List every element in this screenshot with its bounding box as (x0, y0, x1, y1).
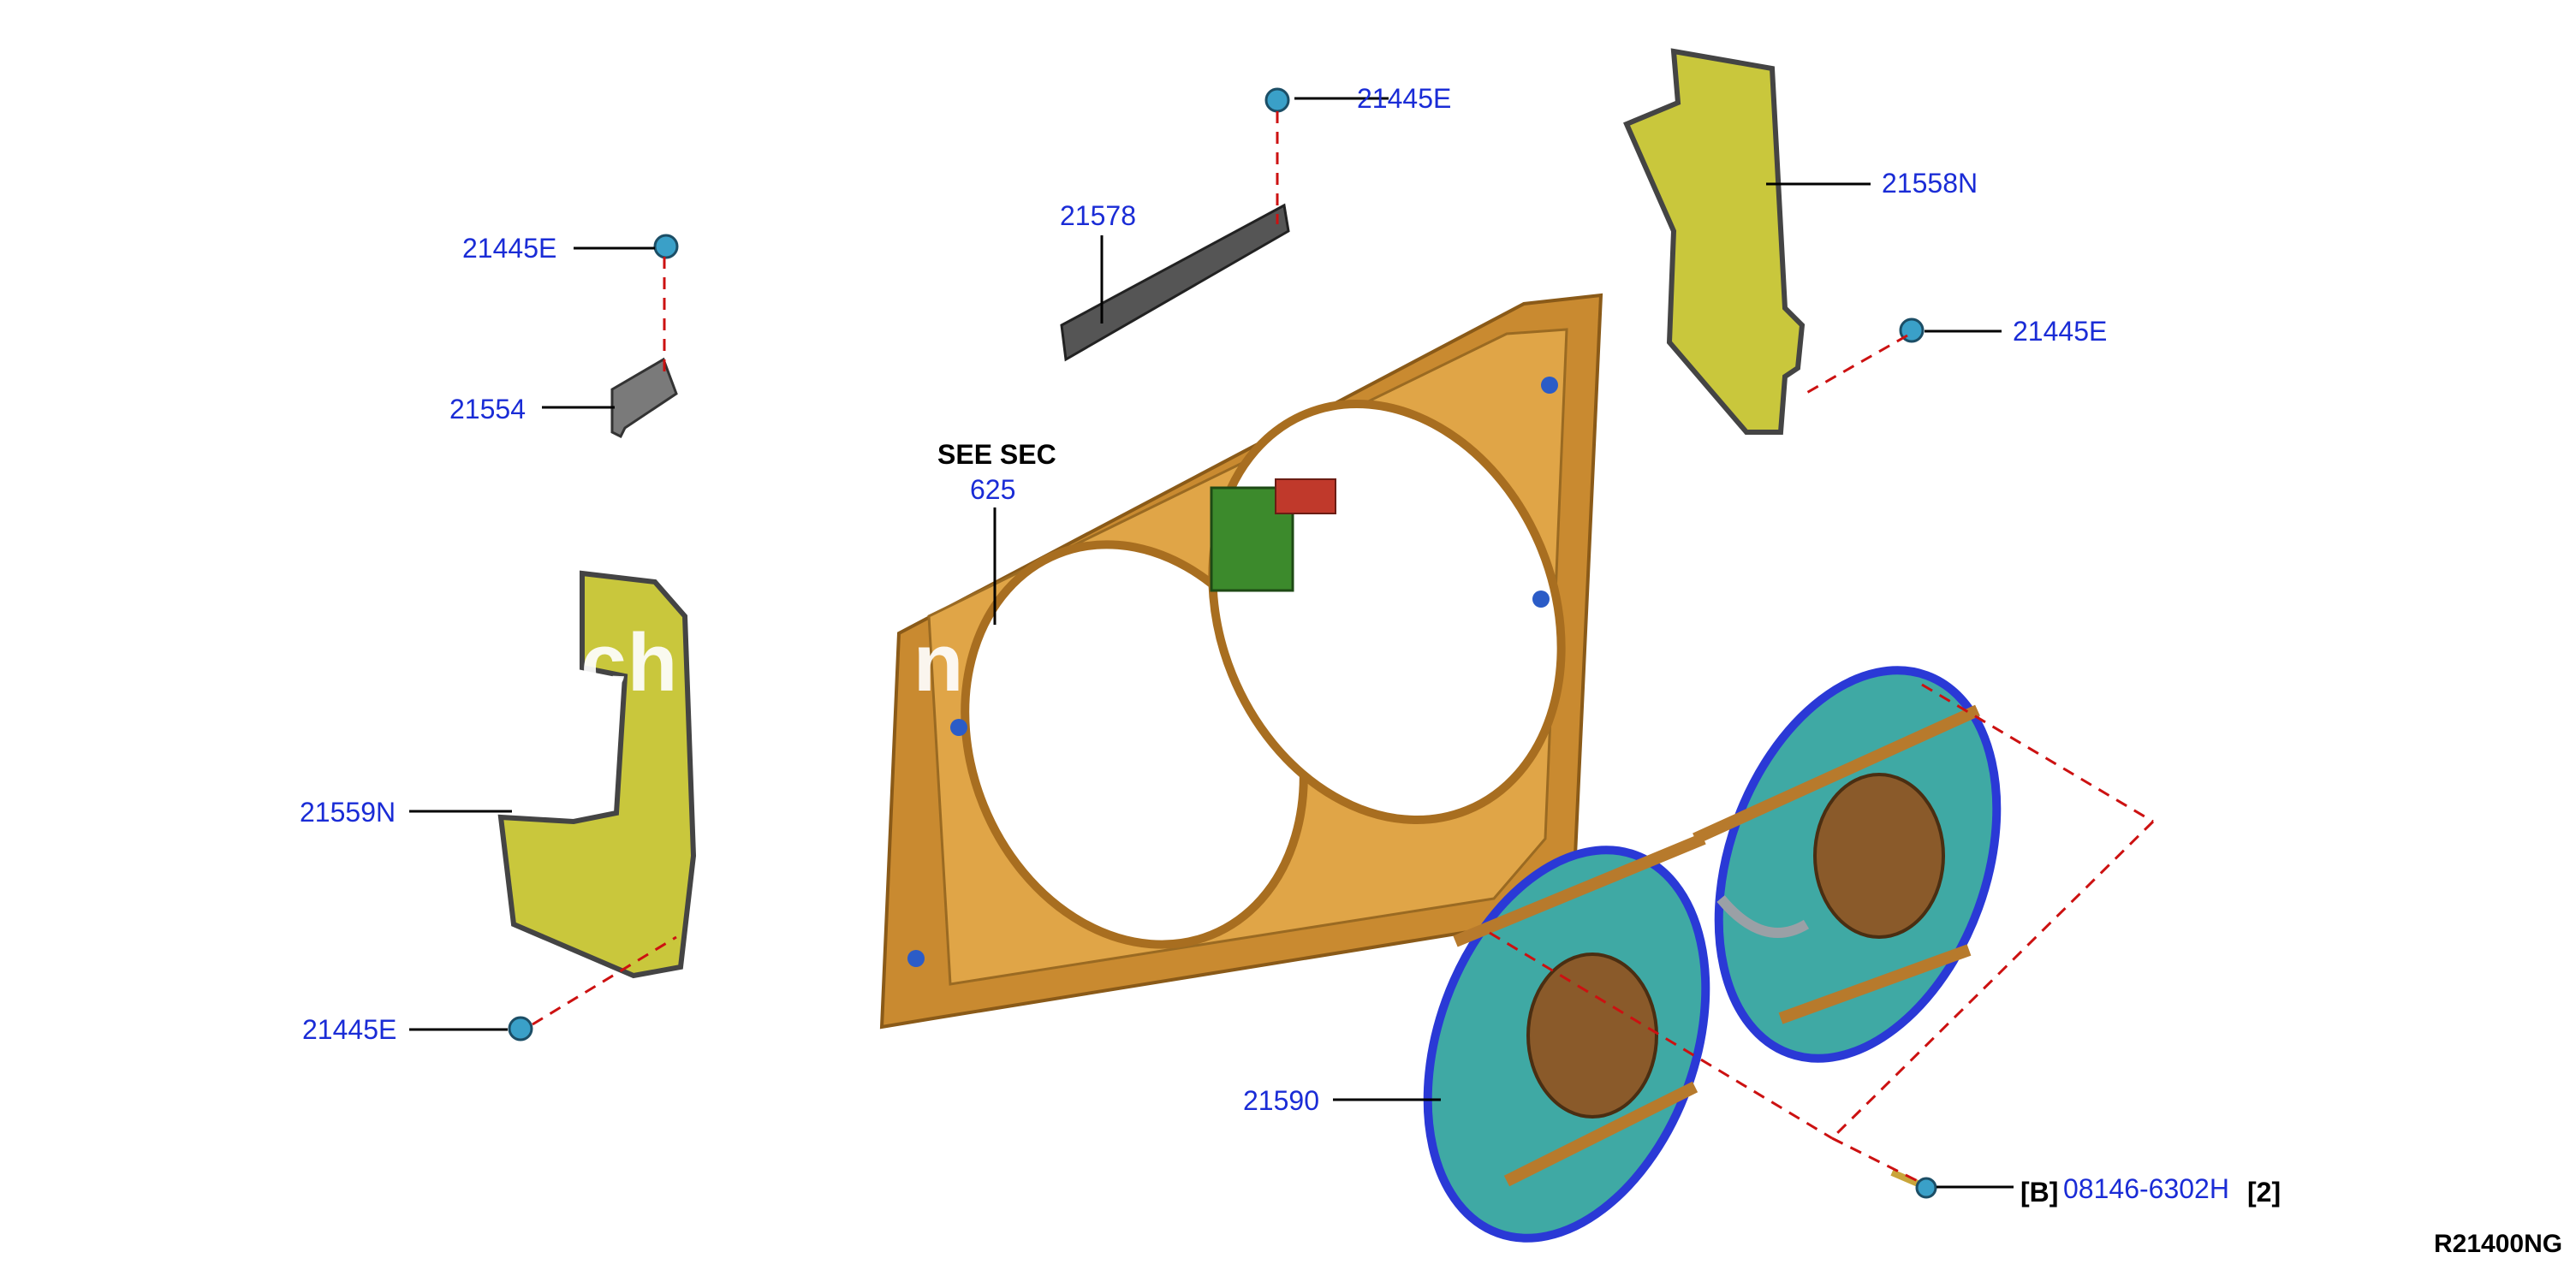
callout-upper-seal[interactable]: 21578 (1060, 200, 1136, 231)
clip-icons (508, 87, 1925, 1042)
watermark-text: rch Auto n Data (548, 617, 1170, 709)
bolt-icon (1890, 1169, 1937, 1199)
leader-lines (409, 97, 2014, 1189)
callout-air-guide-left[interactable]: 21559N (300, 797, 396, 828)
fastener-qty: [2] (2247, 1177, 2282, 1208)
fan-shroud-assembly (1423, 666, 2002, 1243)
fastener-prefix: [B] (2020, 1177, 2059, 1208)
callout-clip-bottom-left[interactable]: 21445E (302, 1014, 397, 1045)
see-section-label: SEE SEC (937, 439, 1056, 470)
callout-bracket[interactable]: 21554 (449, 394, 526, 424)
callout-clip-right[interactable]: 21445E (2013, 316, 2108, 347)
callout-clip-upper-left[interactable]: 21445E (462, 233, 557, 264)
radiator-core-support (879, 293, 1603, 1030)
callout-clip-top[interactable]: 21445E (1357, 83, 1452, 114)
upper-seal-part (1060, 203, 1290, 362)
callout-air-guide-right[interactable]: 21558N (1882, 168, 1978, 199)
diagram-code: R21400NG (2434, 1230, 2563, 1258)
bracket-part (610, 357, 678, 439)
fastener-part[interactable]: 08146-6302H (2063, 1173, 2229, 1204)
air-guide-left-part (497, 570, 697, 979)
assembly-dashed-lines (532, 111, 2155, 1183)
air-guide-right-part (1623, 48, 1806, 435)
callout-fan-shroud[interactable]: 21590 (1243, 1085, 1319, 1116)
see-section-number[interactable]: 625 (970, 474, 1016, 505)
